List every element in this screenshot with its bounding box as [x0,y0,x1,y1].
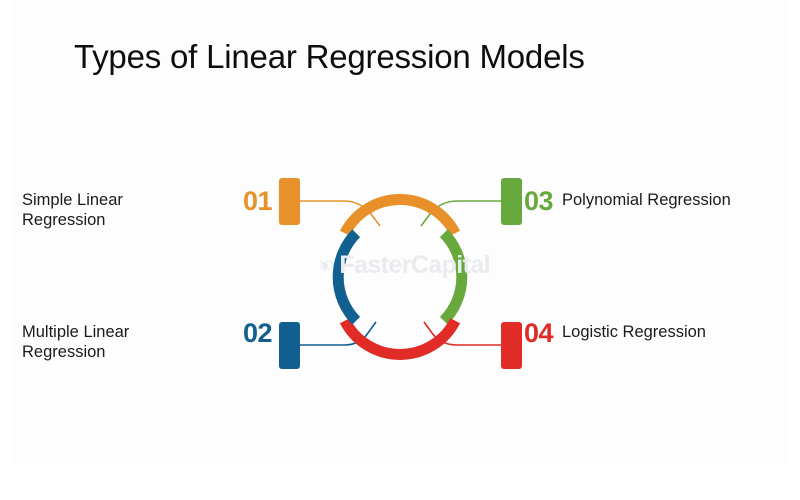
slide-panel [14,0,786,465]
color-bar-04 [501,322,522,369]
item-label-logistic-regression: Logistic Regression [562,323,706,341]
ring-segment-left-blue [332,229,361,325]
item-number-04: 04 [524,318,554,348]
color-bar-03 [501,178,522,225]
color-bar-01 [279,178,300,225]
item-number-01: 01 [243,186,273,216]
connector-line-01 [300,200,381,227]
color-bar-02 [279,322,300,369]
item-number-03: 03 [524,186,554,216]
page-title: Types of Linear Regression Models [74,38,585,75]
item-label-polynomial-regression: Polynomial Regression [562,191,731,209]
connector-line-03 [420,200,501,227]
ring-segment-top-orange [339,194,461,236]
ring-segment-bottom-red [339,318,461,360]
item-label-multiple-linear-regression: Multiple Linear Regression [22,323,130,361]
ring-segment-right-green [439,229,468,325]
item-number-02: 02 [243,318,273,348]
item-label-simple-linear-regression: Simple Linear Regression [22,191,123,229]
